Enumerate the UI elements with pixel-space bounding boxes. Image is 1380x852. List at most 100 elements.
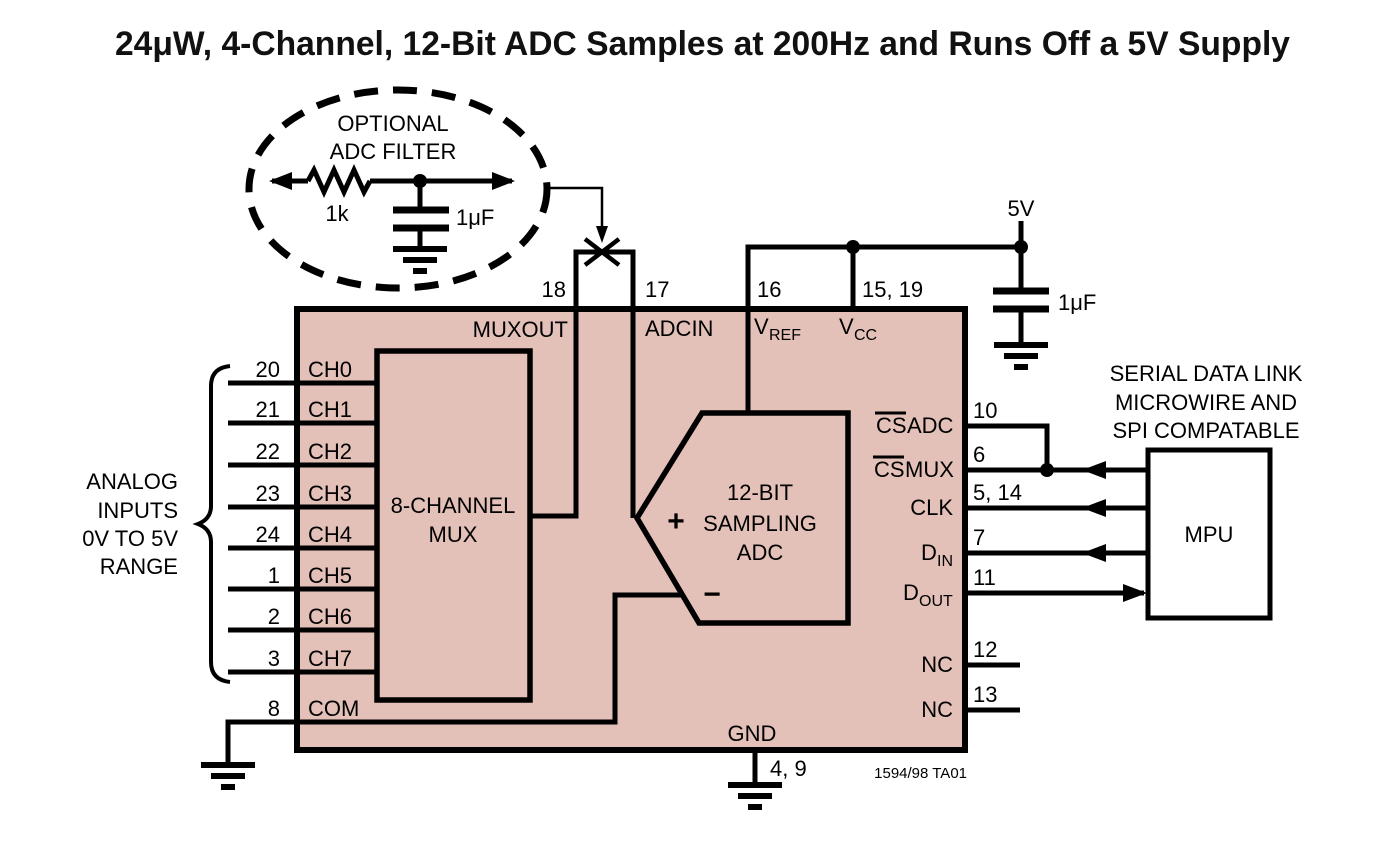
pin-number: 21: [256, 397, 280, 422]
pin-label: GND: [728, 721, 777, 746]
csadc-wire: [965, 423, 1050, 467]
arrow-right-icon: [492, 172, 515, 190]
pin-number: 12: [973, 637, 997, 662]
pin-label: CS: [874, 457, 905, 482]
pin-label: CS: [876, 413, 907, 438]
pin-number: 1: [268, 563, 280, 588]
adc-label-line3: ADC: [737, 540, 784, 565]
supply-group: 5V 1μF: [745, 196, 1096, 413]
junction-dot: [846, 240, 860, 254]
adc-label-line1: 12-BIT: [727, 480, 793, 505]
pin-label: CH5: [308, 563, 352, 588]
pin-label: CLK: [910, 495, 953, 520]
pin-number: 15, 19: [862, 277, 923, 302]
pin-number: 5, 14: [973, 480, 1022, 505]
pin-number: 13: [973, 682, 997, 707]
adc-minus-input: −: [703, 578, 721, 611]
pin-label: COM: [308, 696, 359, 721]
serial-interface-group: 10 6 5, 14 7 11 12 13 CS ADC CS MUX CLK …: [873, 361, 1303, 722]
pin-number: 3: [268, 646, 280, 671]
jumper-x-icon: [583, 237, 621, 267]
serial-note-line3: SPI COMPATABLE: [1112, 418, 1299, 443]
analog-inputs-label: RANGE: [100, 554, 178, 579]
pin-label: V: [839, 314, 854, 339]
pin-number: 22: [256, 439, 280, 464]
pin-label-sub: CC: [854, 327, 877, 344]
pin-label: MUX: [905, 457, 954, 482]
supply-cap-value: 1μF: [1058, 290, 1096, 315]
analog-inputs-label: ANALOG: [86, 469, 178, 494]
ground-icon: [201, 765, 255, 787]
ground-icon: [393, 249, 447, 271]
pin-number: 2: [268, 604, 280, 629]
nc-wires: [965, 662, 1020, 713]
serial-note-line2: MICROWIRE AND: [1115, 390, 1297, 415]
pin-number: 7: [973, 525, 985, 550]
figure-id: 1594/98 TA01: [874, 765, 967, 782]
ground-icon: [994, 345, 1048, 367]
com-wire: [225, 592, 682, 762]
ground-icon: [728, 785, 782, 807]
arrow-left-icon: [269, 172, 292, 190]
channel-wires: [228, 380, 377, 675]
optional-filter-group: OPTIONAL ADC FILTER 1k 1μF: [245, 86, 608, 292]
pin-number: 16: [757, 277, 781, 302]
pin-label: D: [903, 580, 919, 605]
pin-label: CH2: [308, 439, 352, 464]
filter-label-line2: ADC FILTER: [330, 139, 457, 164]
pin-label-sub: IN: [937, 553, 953, 570]
analog-inputs-label: INPUTS: [97, 498, 178, 523]
pin-label: ADCIN: [645, 316, 713, 341]
mpu-block: [1145, 447, 1273, 621]
pin-number: 18: [542, 277, 566, 302]
pin-number: 11: [973, 565, 996, 590]
pin-number: 10: [973, 398, 997, 423]
pin-label: CH4: [308, 522, 352, 547]
pin-label: NC: [921, 652, 953, 677]
arrow-left-icon: [1082, 499, 1106, 517]
pin-label: CH6: [308, 604, 352, 629]
arrow-down-icon: [596, 226, 608, 243]
adc-plus-input: +: [667, 505, 685, 538]
mux-block: [374, 348, 533, 703]
serial-note-line1: SERIAL DATA LINK: [1110, 361, 1303, 386]
resistor-icon: [305, 163, 373, 199]
pin-number: 20: [256, 357, 280, 382]
pin-label: CH1: [308, 397, 352, 422]
pin-number: 24: [256, 522, 280, 547]
pin-label: CH3: [308, 481, 352, 506]
pin-number: 6: [973, 442, 985, 467]
pin-label: CH0: [308, 357, 352, 382]
gnd-group: GND 4, 9: [728, 721, 807, 807]
supply-voltage: 5V: [1008, 196, 1035, 221]
filter-label-line1: OPTIONAL: [337, 111, 448, 136]
analog-inputs-group: ANALOG INPUTS 0V TO 5V RANGE 20 21 22 23…: [82, 357, 682, 787]
analog-inputs-label: 0V TO 5V: [82, 526, 178, 551]
pin-number: 17: [645, 277, 669, 302]
top-pins-group: 18 17 16 15, 19 MUXOUT ADCIN V REF V CC: [473, 277, 924, 344]
analog-inputs-brace: [192, 364, 231, 684]
filter-cap-value: 1μF: [456, 205, 494, 230]
pin-label: NC: [921, 697, 953, 722]
arrow-right-icon: [1123, 584, 1147, 602]
adc-block: [633, 410, 851, 626]
pin-label: D: [921, 540, 937, 565]
muxout-adcin-jumper-wire: [530, 249, 636, 519]
pin-number: 8: [268, 696, 280, 721]
arrow-left-icon: [1082, 461, 1106, 479]
resistor-value: 1k: [325, 201, 349, 226]
arrow-left-icon: [1082, 544, 1106, 562]
pin-label-sub: OUT: [919, 593, 953, 610]
mux-label-line2: MUX: [429, 522, 478, 547]
pin-label: V: [754, 314, 769, 339]
pin-label-sub: REF: [769, 327, 801, 344]
mux-label-line1: 8-CHANNEL: [391, 493, 516, 518]
pin-label: MUXOUT: [473, 317, 568, 342]
pin-number: 4, 9: [770, 756, 807, 781]
pin-label: ADC: [907, 413, 954, 438]
filter-pointer-wire: [547, 186, 604, 228]
pin-number: 23: [256, 481, 280, 506]
mpu-label: MPU: [1185, 522, 1234, 547]
diagram-title: 24μW, 4-Channel, 12-Bit ADC Samples at 2…: [115, 25, 1290, 63]
